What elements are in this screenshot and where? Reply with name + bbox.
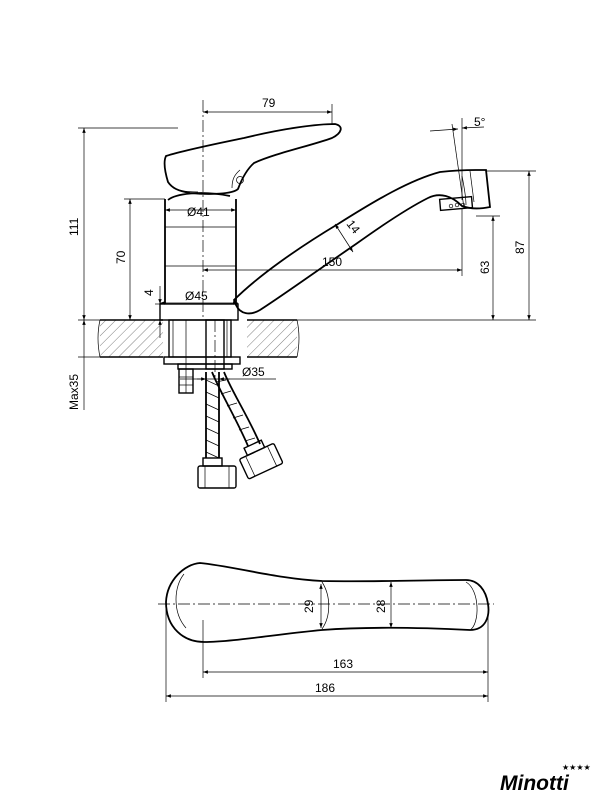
dim-79: 79 <box>262 96 276 110</box>
dim-max35: Max35 <box>67 374 81 410</box>
dimension-labels: 79 5° 111 70 Ø41 14 150 63 87 4 Ø45 Ø35 … <box>67 96 527 410</box>
dim-186: 186 <box>315 681 335 695</box>
top-dimension-lines <box>158 582 494 702</box>
brand-stars: ★★★★ <box>562 763 591 772</box>
lever-handle <box>163 123 342 195</box>
dim-70: 70 <box>114 250 128 264</box>
side-view: 79 5° 111 70 Ø41 14 150 63 87 4 Ø45 Ø35 … <box>67 96 536 489</box>
dimension-lines <box>78 104 536 410</box>
dim-150: 150 <box>322 255 342 269</box>
dim-41: Ø41 <box>187 205 210 219</box>
dim-28: 28 <box>374 599 388 613</box>
handle-top-outline <box>165 562 490 643</box>
dim-87: 87 <box>513 240 527 254</box>
dim-14: 14 <box>344 217 363 236</box>
top-dimension-labels: 29 28 163 186 <box>302 599 388 695</box>
dim-163: 163 <box>333 657 353 671</box>
brand-name: Minotti <box>500 772 570 795</box>
dim-4: 4 <box>142 289 156 296</box>
dim-29: 29 <box>302 599 316 613</box>
brand-logo: Minotti ★★★★ <box>500 763 591 795</box>
countertop <box>97 319 300 358</box>
dim-63: 63 <box>478 260 492 274</box>
dim-35: Ø35 <box>242 365 265 379</box>
dim-45: Ø45 <box>185 289 208 303</box>
top-view: 29 28 163 186 <box>158 562 494 702</box>
dim-5-degrees: 5° <box>474 115 486 129</box>
flex-hoses <box>197 371 284 489</box>
mounting-fittings <box>163 319 241 394</box>
dim-111: 111 <box>67 217 81 236</box>
spout <box>232 169 491 315</box>
